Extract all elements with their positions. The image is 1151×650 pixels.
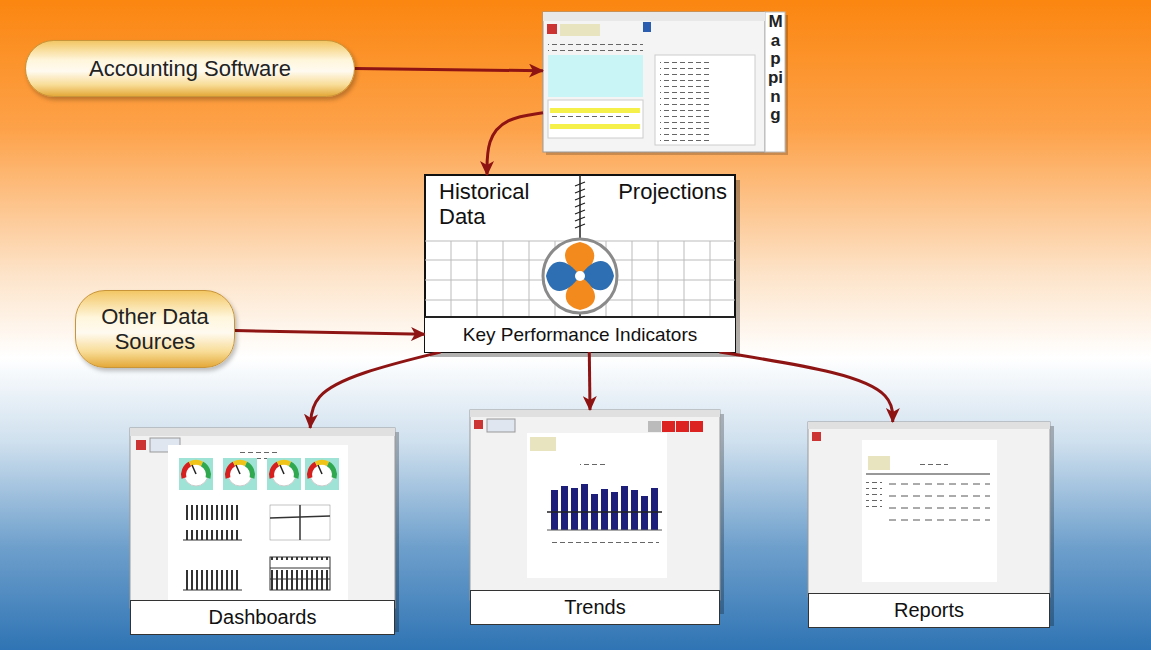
band-label: Key Performance Indicators	[429, 324, 731, 346]
screen-caption: Reports	[808, 593, 1050, 628]
source-label: Other Data Sources	[88, 304, 222, 355]
flow-arrow	[310, 352, 440, 428]
section-heading: Projections	[618, 179, 727, 230]
flow-arrow	[487, 113, 543, 175]
output-screen: Trends	[470, 410, 720, 625]
output-screen: Reports	[808, 422, 1050, 628]
flow-arrow	[355, 69, 543, 71]
flow-arrow	[235, 331, 425, 335]
section-heading: Historical Data	[439, 179, 574, 230]
source-pill: Other Data Sources	[75, 290, 235, 368]
screen-caption: Trends	[470, 590, 720, 625]
trend-screenshot	[470, 410, 724, 614]
kpi-engine-box	[425, 175, 740, 357]
vertical-caption: Mapping	[767, 12, 784, 125]
source-label: Accounting Software	[89, 56, 291, 81]
source-pill: Accounting Software	[25, 40, 355, 97]
kpi-engine-box: Historical Data ProjectionsKey Performanc…	[425, 175, 735, 352]
flow-arrow	[720, 352, 893, 422]
output-screen: Dashboards	[130, 428, 395, 635]
mapping-screen: Mapping	[543, 12, 785, 152]
screen-caption: Dashboards	[130, 600, 395, 635]
mapping-screenshot	[543, 12, 788, 155]
flow-arrow	[588, 352, 592, 410]
